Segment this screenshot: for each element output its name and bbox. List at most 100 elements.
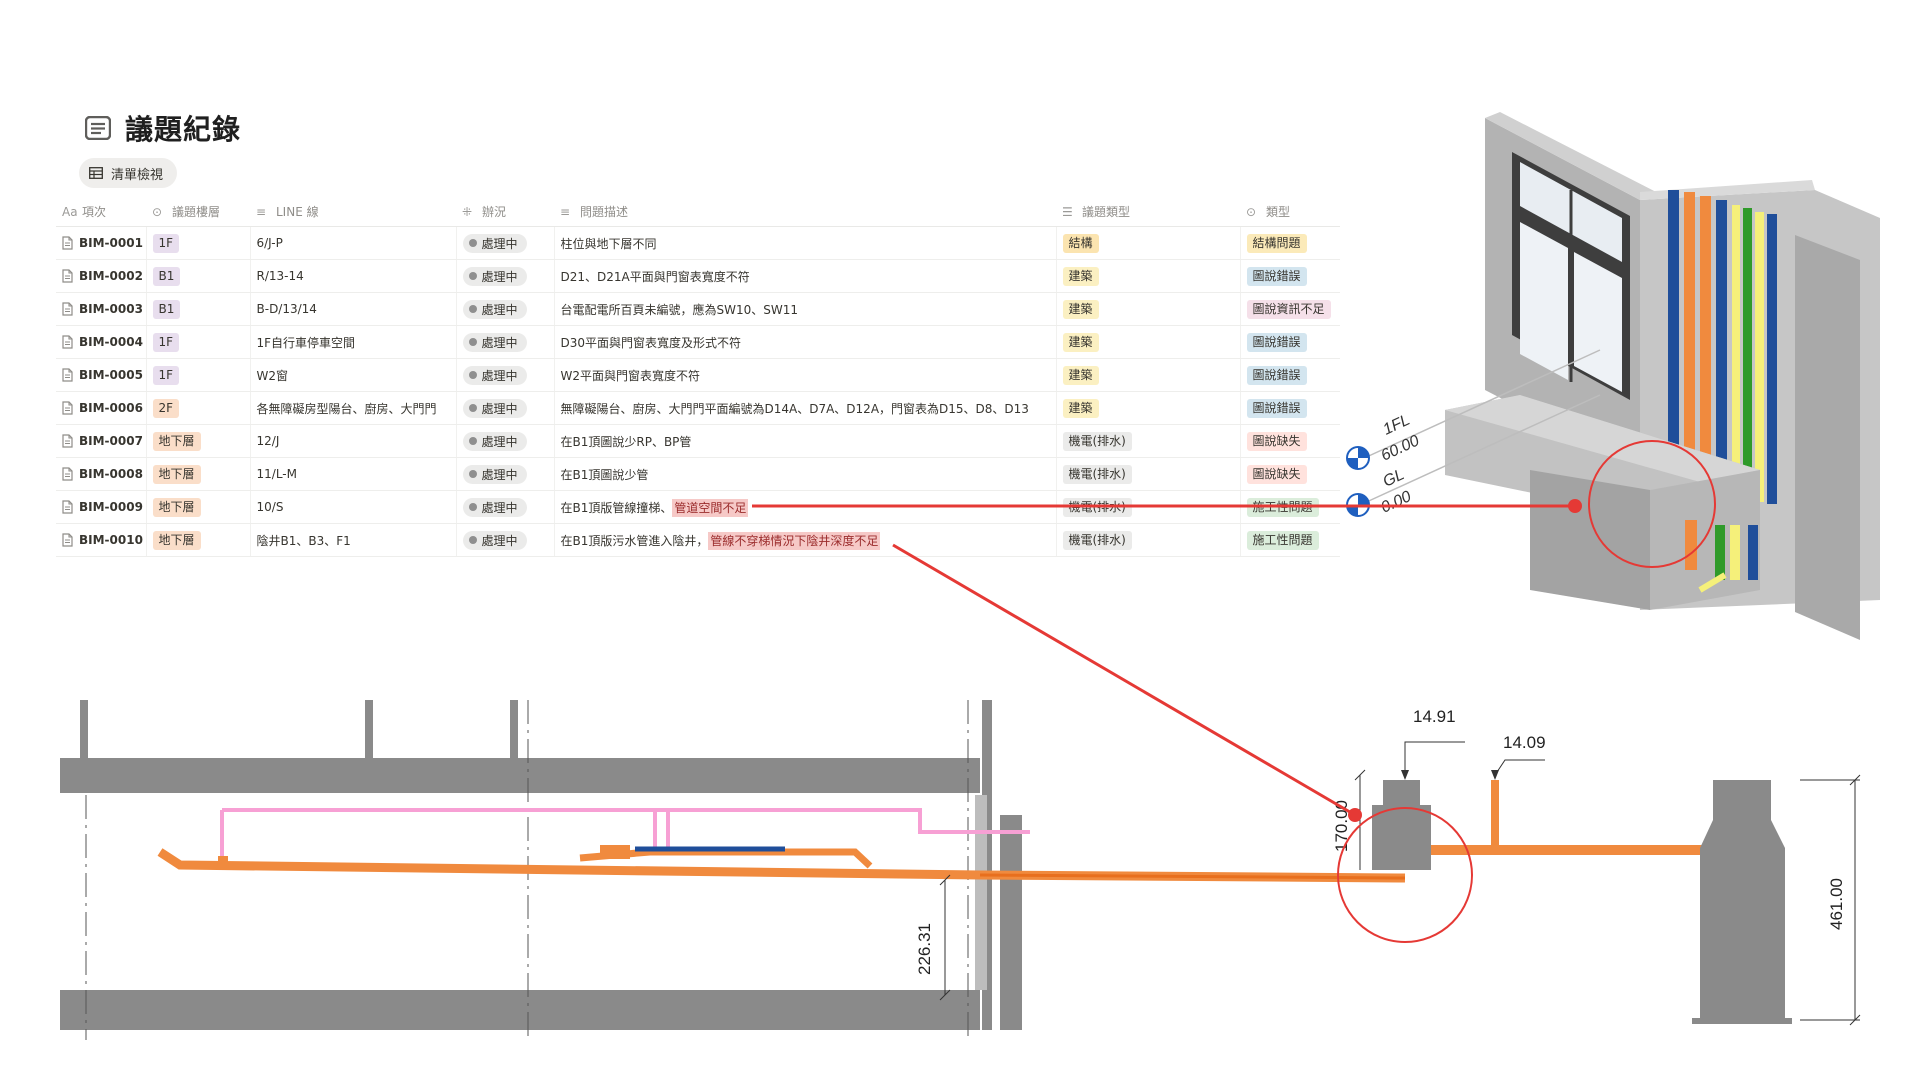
status-label: 處理中 <box>481 269 518 284</box>
column-header-category[interactable]: ⊙類型 <box>1240 196 1340 227</box>
line-cell[interactable]: 6/J-P <box>250 226 457 260</box>
status-badge: 處理中 <box>462 398 527 418</box>
category-cell[interactable]: 結構問題 <box>1240 226 1340 260</box>
issue-type-cell[interactable]: 建築 <box>1056 325 1241 359</box>
floor-cell[interactable]: 地下層 <box>146 523 251 557</box>
floor-cell[interactable]: 地下層 <box>146 424 251 458</box>
issue-type-cell[interactable]: 建築 <box>1056 358 1241 392</box>
table-row[interactable]: BIM-0003 B1 B-D/13/14 處理中台電配電所百頁未編號，應為SW10、… <box>56 292 1340 326</box>
issue-id-cell[interactable]: BIM-0007 <box>56 424 147 458</box>
issue-type-cell[interactable]: 機電(排水) <box>1056 457 1241 491</box>
status-cell[interactable]: 處理中 <box>456 358 555 392</box>
description-cell[interactable]: 在B1頂圖說少管 <box>554 457 1057 491</box>
line-cell[interactable]: 各無障礙房型陽台、廚房、大門門 <box>250 391 457 425</box>
issue-id-cell[interactable]: BIM-0009 <box>56 490 147 524</box>
description-cell[interactable]: 在B1頂圖說少RP、BP管 <box>554 424 1057 458</box>
floor-cell[interactable]: 1F <box>146 325 251 359</box>
category-cell[interactable]: 圖說缺失 <box>1240 457 1340 491</box>
status-label: 處理中 <box>481 467 518 482</box>
line-cell[interactable]: W2窗 <box>250 358 457 392</box>
category-cell[interactable]: 圖說缺失 <box>1240 424 1340 458</box>
status-badge: 處理中 <box>462 464 527 484</box>
floor-cell[interactable]: 1F <box>146 226 251 260</box>
issue-type-cell[interactable]: 建築 <box>1056 391 1241 425</box>
status-cell[interactable]: 處理中 <box>456 226 555 260</box>
status-cell[interactable]: 處理中 <box>456 523 555 557</box>
floor-cell[interactable]: 1F <box>146 358 251 392</box>
issue-id-cell[interactable]: BIM-0006 <box>56 391 147 425</box>
issue-id-cell[interactable]: BIM-0010 <box>56 523 147 557</box>
status-label: 處理中 <box>481 533 518 548</box>
line-cell[interactable]: 1F自行車停車空間 <box>250 325 457 359</box>
line-value: B-D/13/14 <box>256 302 317 316</box>
category-cell[interactable]: 圖說錯誤 <box>1240 325 1340 359</box>
line-cell[interactable]: 11/L-M <box>250 457 457 491</box>
description-cell[interactable]: D21、D21A平面與門窗表寬度不符 <box>554 259 1057 293</box>
column-header-status[interactable]: ⁜辦況 <box>456 196 554 227</box>
line-cell[interactable]: 陰井B1、B3、F1 <box>250 523 457 557</box>
line-cell[interactable]: 12/J <box>250 424 457 458</box>
floor-cell[interactable]: 2F <box>146 391 251 425</box>
column-header-description[interactable]: ≡問題描述 <box>554 196 1056 227</box>
status-cell[interactable]: 處理中 <box>456 325 555 359</box>
lines-icon: ≡ <box>560 205 571 219</box>
category-cell[interactable]: 圖說錯誤 <box>1240 259 1340 293</box>
category-cell[interactable]: 圖說錯誤 <box>1240 391 1340 425</box>
issue-id-cell[interactable]: BIM-0003 <box>56 292 147 326</box>
status-cell[interactable]: 處理中 <box>456 292 555 326</box>
status-cell[interactable]: 處理中 <box>456 391 555 425</box>
description-cell[interactable]: 無障礙陽台、廚房、大門門平面編號為D14A、D7A、D12A，門窗表為D15、D… <box>554 391 1057 425</box>
status-label: 處理中 <box>481 236 518 251</box>
description-cell[interactable]: 柱位與地下層不同 <box>554 226 1057 260</box>
issue-type-cell[interactable]: 機電(排水) <box>1056 424 1241 458</box>
column-header-floor[interactable]: ⊙議題樓層 <box>146 196 250 227</box>
floor-cell[interactable]: 地下層 <box>146 490 251 524</box>
floor-cell[interactable]: B1 <box>146 292 251 326</box>
issue-id-cell[interactable]: BIM-0002 <box>56 259 147 293</box>
status-cell[interactable]: 處理中 <box>456 259 555 293</box>
issue-type-cell[interactable]: 機電(排水) <box>1056 523 1241 557</box>
floor-tag: B1 <box>152 299 181 319</box>
list-view-tab[interactable]: 清單檢視 <box>79 158 178 188</box>
table-row[interactable]: BIM-0009地下層10/S處理中在B1頂版管線撞梯、管道空間不足機電(排水)… <box>56 490 1340 524</box>
line-cell[interactable]: B-D/13/14 <box>250 292 457 326</box>
issue-id-cell[interactable]: BIM-0004 <box>56 325 147 359</box>
category-tag: 結構問題 <box>1246 233 1307 253</box>
floor-cell[interactable]: B1 <box>146 259 251 293</box>
issue-type-cell[interactable]: 建築 <box>1056 292 1241 326</box>
line-cell[interactable]: R/13-14 <box>250 259 457 293</box>
category-cell[interactable]: 圖說資訊不足 <box>1240 292 1340 326</box>
description-cell[interactable]: 在B1頂版污水管進入陰井，管線不穿梯情況下陰井深度不足 <box>554 523 1057 557</box>
line-cell[interactable]: 10/S <box>250 490 457 524</box>
issue-id-cell[interactable]: BIM-0001 <box>56 226 147 260</box>
status-cell[interactable]: 處理中 <box>456 490 555 524</box>
issue-id-cell[interactable]: BIM-0005 <box>56 358 147 392</box>
description-cell[interactable]: W2平面與門窗表寬度不符 <box>554 358 1057 392</box>
issue-id: BIM-0003 <box>79 301 143 316</box>
status-cell[interactable]: 處理中 <box>456 457 555 491</box>
issue-id-cell[interactable]: BIM-0008 <box>56 457 147 491</box>
category-cell[interactable]: 施工性問題 <box>1240 523 1340 557</box>
status-cell[interactable]: 處理中 <box>456 424 555 458</box>
status-dot-icon <box>468 470 477 478</box>
status-dot-icon <box>468 536 477 544</box>
issue-type-cell[interactable]: 結構 <box>1056 226 1241 260</box>
description-cell[interactable]: D30平面與門窗表寬度及形式不符 <box>554 325 1057 359</box>
page-icon <box>62 467 73 481</box>
issue-type-cell[interactable]: 建築 <box>1056 259 1241 293</box>
column-header-issue-type[interactable]: ☰議題類型 <box>1056 196 1240 227</box>
column-header-line[interactable]: ≡LINE 線 <box>250 196 456 227</box>
description-text: D21、D21A平面與門窗表寬度不符 <box>560 269 750 284</box>
description-cell[interactable]: 台電配電所百頁未編號，應為SW10、SW11 <box>554 292 1057 326</box>
floor-cell[interactable]: 地下層 <box>146 457 251 491</box>
category-cell[interactable]: 圖說錯誤 <box>1240 358 1340 392</box>
